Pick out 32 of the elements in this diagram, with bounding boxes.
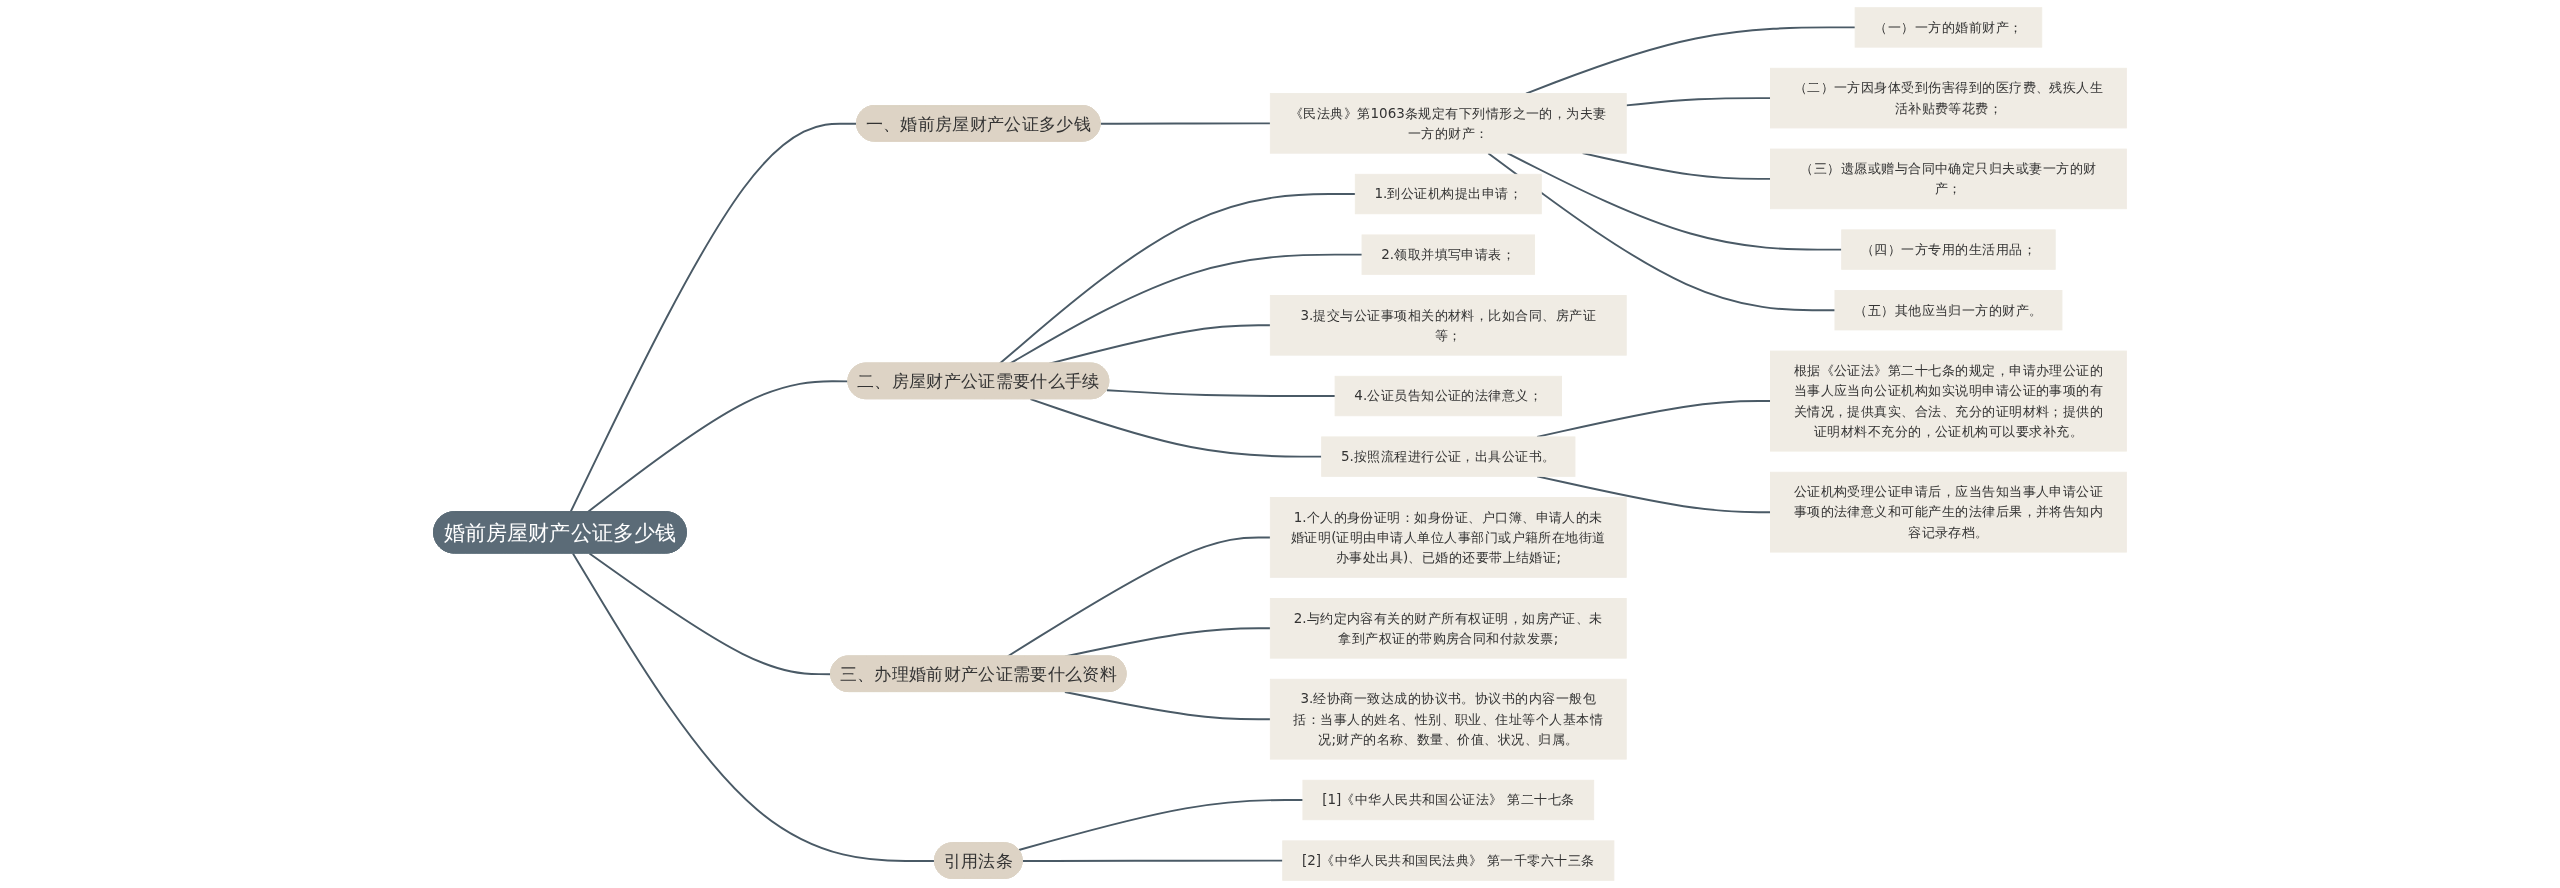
- node-box: 4.公证员告知公证的法律意义；: [1334, 375, 1562, 417]
- node-box: 《民法典》第1063条规定有下列情形之一的，为夫妻一方的财产：: [1269, 93, 1627, 154]
- node-box: （一）一方的婚前财产；: [1854, 7, 2043, 48]
- node-box: 3.提交与公证事项相关的材料，比如合同、房产证等；: [1269, 295, 1627, 356]
- node-box: 1.到公证机构提出申请；: [1354, 173, 1542, 215]
- connector: [1105, 389, 1337, 397]
- connector: [1487, 152, 1836, 312]
- connector: [1021, 859, 1284, 863]
- node-box: 1.个人的身份证明：如身份证、户口簿、申请人的未婚证明(证明由申请人单位人事部门或户籍所在地街道办事处出具)、已婚的还要带上结婚证;: [1269, 497, 1627, 578]
- node-box: （三）遗愿或赠与合同中确定只归夫或妻一方的财产；: [1770, 148, 2127, 210]
- node-box: 2.与约定内容有关的财产所有权证明，如房产证、未拿到产权证的带购房合同和付款发票;: [1269, 598, 1627, 659]
- connector: [1029, 398, 1323, 458]
- node-box: 5.按照流程进行公证，出具公证书。: [1321, 436, 1576, 477]
- node-box: 根据《公证法》第二十七条的规定，申请办理公证的当事人应当向公证机构如实说明申请公证的事项的有关情况，提供真实、合法、充分的证明材料；提供的证明材料不充分的，公证机构可以要求补充。: [1770, 350, 2127, 452]
- connector: [1017, 799, 1304, 851]
- connector: [1525, 26, 1857, 95]
- connector: [572, 552, 936, 863]
- connector: [1506, 152, 1843, 251]
- connector: [1063, 691, 1272, 721]
- connector: [1008, 253, 1363, 365]
- node-box: 2.领取并填写申请表；: [1361, 234, 1536, 275]
- node-box: 公证机构受理公证申请后，应当告知当事人申请公证事项的法律意义和可能产生的法律后果，并将告知内容记录存档。: [1770, 471, 2127, 553]
- connector: [998, 193, 1357, 365]
- node-box: [2]《中华人民共和国民法典》 第一千零六十三条: [1282, 840, 1615, 881]
- node-box: （四）一方专用的生活用品；: [1841, 229, 2056, 270]
- node-box: [1]《中华人民共和国公证法》 第二十七条: [1302, 779, 1595, 821]
- connector: [1625, 97, 1772, 107]
- connector: [588, 552, 833, 676]
- node-box: （五）其他应当归一方的财产。: [1834, 290, 2063, 331]
- node-box: 3.经协商一致达成的协议书。协议书的内容一般包括：当事人的姓名、性别、职业、住址等个人基本情况;财产的名称、数量、价值、状况、归属。: [1269, 678, 1627, 760]
- connector: [1099, 122, 1272, 125]
- node-box: （二）一方因身体受到伤害得到的医疗费、残疾人生活补贴费等花费；: [1770, 67, 2127, 129]
